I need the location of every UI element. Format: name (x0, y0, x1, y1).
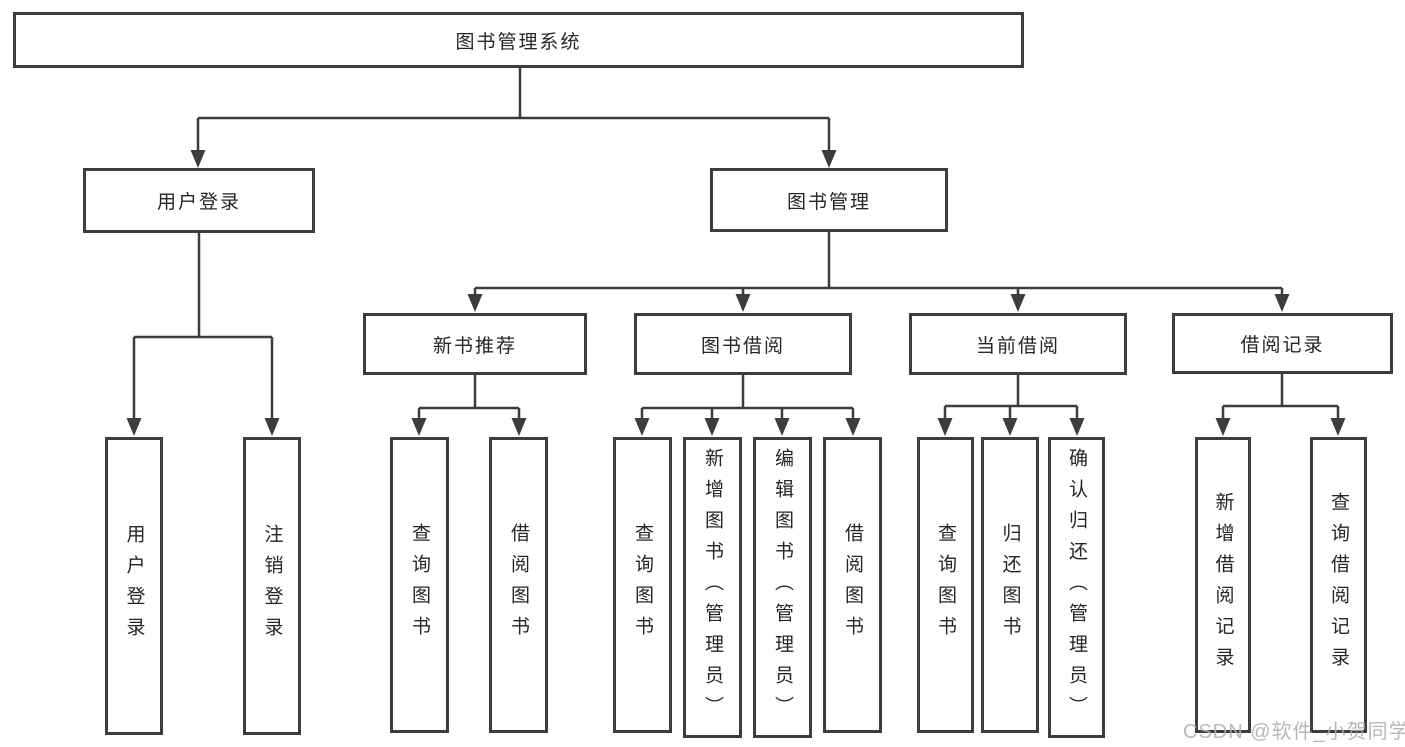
arrow-down-icon (821, 150, 837, 168)
node-user-login: 用户登录 (83, 168, 315, 233)
leaf-query-books-current: 查询图书 (917, 437, 974, 733)
tree-edges (132, 67, 1340, 420)
leaf-borrow-books-borrowing: 借阅图书 (823, 437, 882, 733)
arrow-down-icon (937, 418, 953, 436)
arrow-down-icon (634, 418, 650, 436)
arrow-down-icon (126, 418, 142, 436)
leaf-edit-book-admin: 编辑图书（管理员） (753, 437, 812, 738)
arrow-down-icon (774, 418, 790, 436)
leaf-logout: 注销登录 (243, 437, 301, 735)
node-book-borrowing: 图书借阅 (634, 313, 852, 375)
arrow-down-icon (1215, 418, 1231, 436)
node-root: 图书管理系统 (13, 12, 1024, 68)
arrow-down-icon (467, 294, 483, 312)
leaf-query-books-borrowing: 查询图书 (613, 437, 672, 733)
arrow-down-icon (845, 418, 861, 436)
arrow-down-icon (411, 418, 427, 436)
leaf-add-book-admin: 新增图书（管理员） (683, 437, 742, 738)
arrow-down-icon (264, 418, 280, 436)
leaf-confirm-return-admin: 确认归还（管理员） (1048, 437, 1105, 738)
leaf-user-login: 用户登录 (105, 437, 163, 735)
arrow-down-icon (511, 418, 527, 436)
leaf-borrow-books-recommend: 借阅图书 (489, 437, 548, 733)
watermark: CSDN @软件_小贺同学 (1183, 721, 1405, 743)
leaf-return-books: 归还图书 (981, 437, 1039, 733)
leaf-query-borrow-record: 查询借阅记录 (1310, 437, 1367, 733)
arrow-down-icon (704, 418, 720, 436)
arrow-down-icon (1069, 418, 1085, 436)
arrow-down-icon (1002, 418, 1018, 436)
node-current-borrowing: 当前借阅 (909, 313, 1127, 375)
node-book-management: 图书管理 (710, 168, 948, 232)
leaf-query-books-recommend: 查询图书 (390, 437, 449, 733)
arrow-down-icon (1010, 294, 1026, 312)
arrow-down-icon (735, 294, 751, 312)
node-new-book-recommendation: 新书推荐 (363, 313, 587, 375)
arrow-down-icon (1330, 418, 1346, 436)
leaf-add-borrow-record: 新增借阅记录 (1195, 437, 1251, 733)
arrow-down-icon (1274, 294, 1290, 312)
arrow-down-icon (190, 150, 206, 168)
node-borrowing-records: 借阅记录 (1172, 313, 1393, 374)
